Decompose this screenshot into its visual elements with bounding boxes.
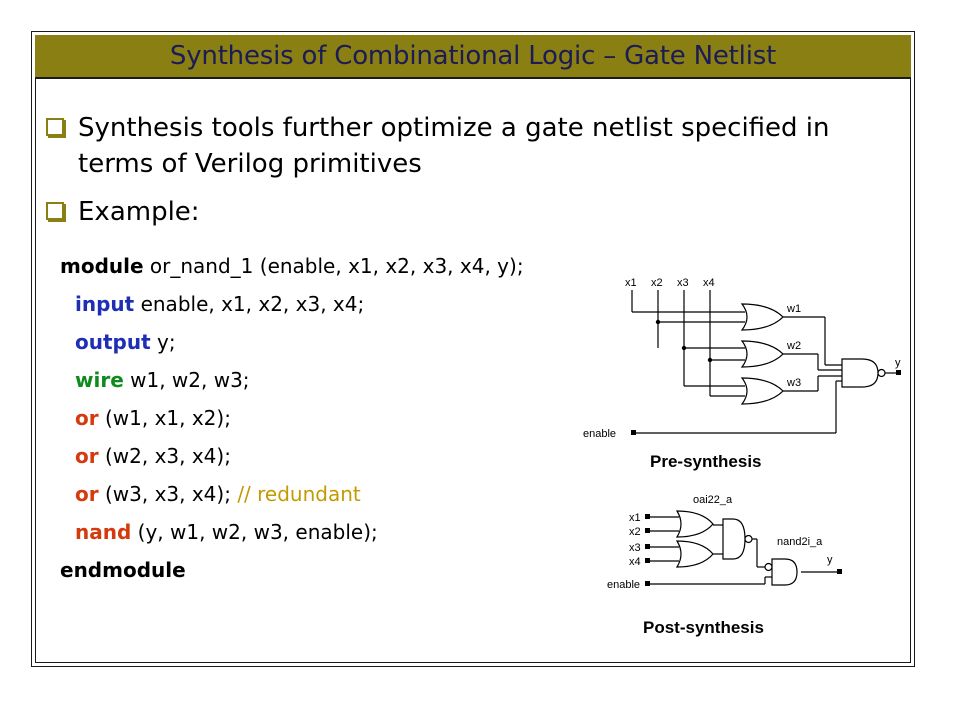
slide-title: Synthesis of Combinational Logic – Gate … [169, 41, 777, 71]
bullet-line: Synthesis tools further optimize a gate … [78, 113, 830, 143]
code-line-endmodule: endmodule [60, 557, 186, 583]
code-line-or3: or (w3, x3, x4); // redundant [75, 481, 361, 507]
code-line-or1: or (w1, x1, x2); [75, 405, 231, 431]
code-line-input: input enable, x1, x2, x3, x4; [75, 291, 364, 317]
pre-wire-label: w3 [786, 377, 801, 389]
keyword: output [75, 330, 151, 354]
code-line-output: output y; [75, 329, 176, 355]
keyword: wire [75, 368, 124, 392]
keyword: module [60, 254, 144, 278]
pre-input-label: x2 [651, 277, 663, 289]
code-line-nand: nand (y, w1, w2, w3, enable); [75, 519, 378, 545]
bullet-line: terms of Verilog primitives [78, 149, 422, 179]
keyword: input [75, 292, 135, 316]
checkbox-bullet-icon [46, 202, 64, 220]
post-gate-label: oai22_a [693, 494, 733, 506]
keyword: or [75, 482, 99, 506]
post-input-label: x2 [629, 526, 641, 538]
pre-output-label: y [895, 357, 901, 369]
checkbox-bullet-icon [46, 118, 64, 136]
post-synthesis-schematic: oai22_a nand2i_a x1 x2 x3 x4 enable y Po… [607, 494, 842, 637]
code-text: (w1, x1, x2); [98, 406, 231, 430]
pre-wire-label: w2 [786, 340, 801, 352]
pre-input-label: x3 [677, 277, 689, 289]
post-input-label: x1 [629, 512, 641, 524]
code-text: (y, w1, w2, w3, enable); [131, 520, 378, 544]
post-gate-label: nand2i_a [777, 536, 823, 548]
code-line-module: module or_nand_1 (enable, x1, x2, x3, x4… [60, 253, 524, 279]
code-line-or2: or (w2, x3, x4); [75, 443, 231, 469]
code-text: w1, w2, w3; [123, 368, 250, 392]
pre-synthesis-schematic: x1 x2 x3 x4 w1 w2 w3 y enable Pre-synthe… [583, 277, 901, 471]
keyword: or [75, 444, 99, 468]
code-comment: // redundant [237, 482, 361, 506]
slide-outer-frame [31, 31, 915, 667]
post-input-label: x3 [629, 542, 641, 554]
title-bar: Synthesis of Combinational Logic – Gate … [35, 35, 911, 79]
keyword: endmodule [60, 558, 186, 582]
bullet-text: Synthesis tools further optimize a gate … [78, 110, 830, 182]
pre-wire-label: w1 [786, 303, 801, 315]
code-line-wire: wire w1, w2, w3; [75, 367, 250, 393]
pre-input-label: x4 [703, 277, 715, 289]
post-enable-label: enable [607, 579, 640, 591]
pre-enable-label: enable [583, 428, 616, 440]
post-input-label: x4 [629, 556, 641, 568]
code-text: (w3, x3, x4); [98, 482, 238, 506]
pre-input-label: x1 [625, 277, 637, 289]
bullet-text: Example: [78, 197, 200, 227]
code-text: y; [150, 330, 176, 354]
pre-synthesis-caption: Pre-synthesis [650, 452, 762, 471]
post-output-label: y [827, 554, 833, 566]
code-text: or_nand_1 (enable, x1, x2, x3, x4, y); [143, 254, 524, 278]
post-synthesis-caption: Post-synthesis [643, 618, 764, 637]
code-text: (w2, x3, x4); [98, 444, 231, 468]
keyword: nand [75, 520, 132, 544]
code-text: enable, x1, x2, x3, x4; [134, 292, 365, 316]
keyword: or [75, 406, 99, 430]
